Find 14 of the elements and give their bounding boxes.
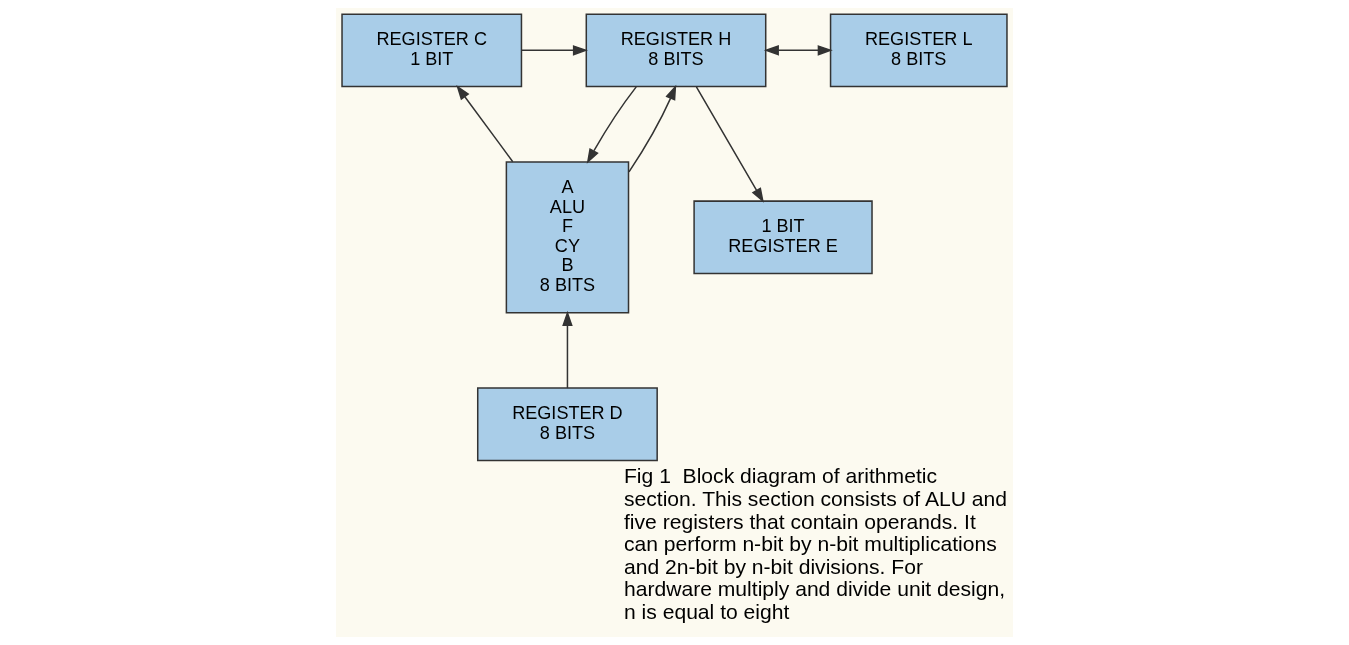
- node-box: REGISTER D 8 BITS: [476, 387, 658, 462]
- arrow: [521, 45, 588, 56]
- node-box: REGISTER H 8 BITS: [585, 13, 767, 88]
- arrow: [695, 86, 764, 203]
- node-box: A ALU F CY B 8 BITS: [505, 161, 630, 314]
- arrow: [586, 86, 637, 164]
- arrow: [763, 45, 833, 56]
- node-box: REGISTER C 1 BIT: [341, 13, 523, 88]
- arrow: [628, 84, 677, 173]
- arrow: [562, 310, 573, 389]
- caption: Fig 1 Block diagram of arithmetic section. This section consists of ALU and five registers that contain operands. It can perform n-bit by n-bit multiplications and 2n-bit by n-bit divisions. For hardware multiply and divide unit design, n is equal to eight: [623, 464, 1007, 624]
- arrow: [456, 85, 514, 163]
- node-box: REGISTER L 8 BITS: [829, 13, 1008, 88]
- node-box: 1 BIT REGISTER E: [693, 200, 873, 275]
